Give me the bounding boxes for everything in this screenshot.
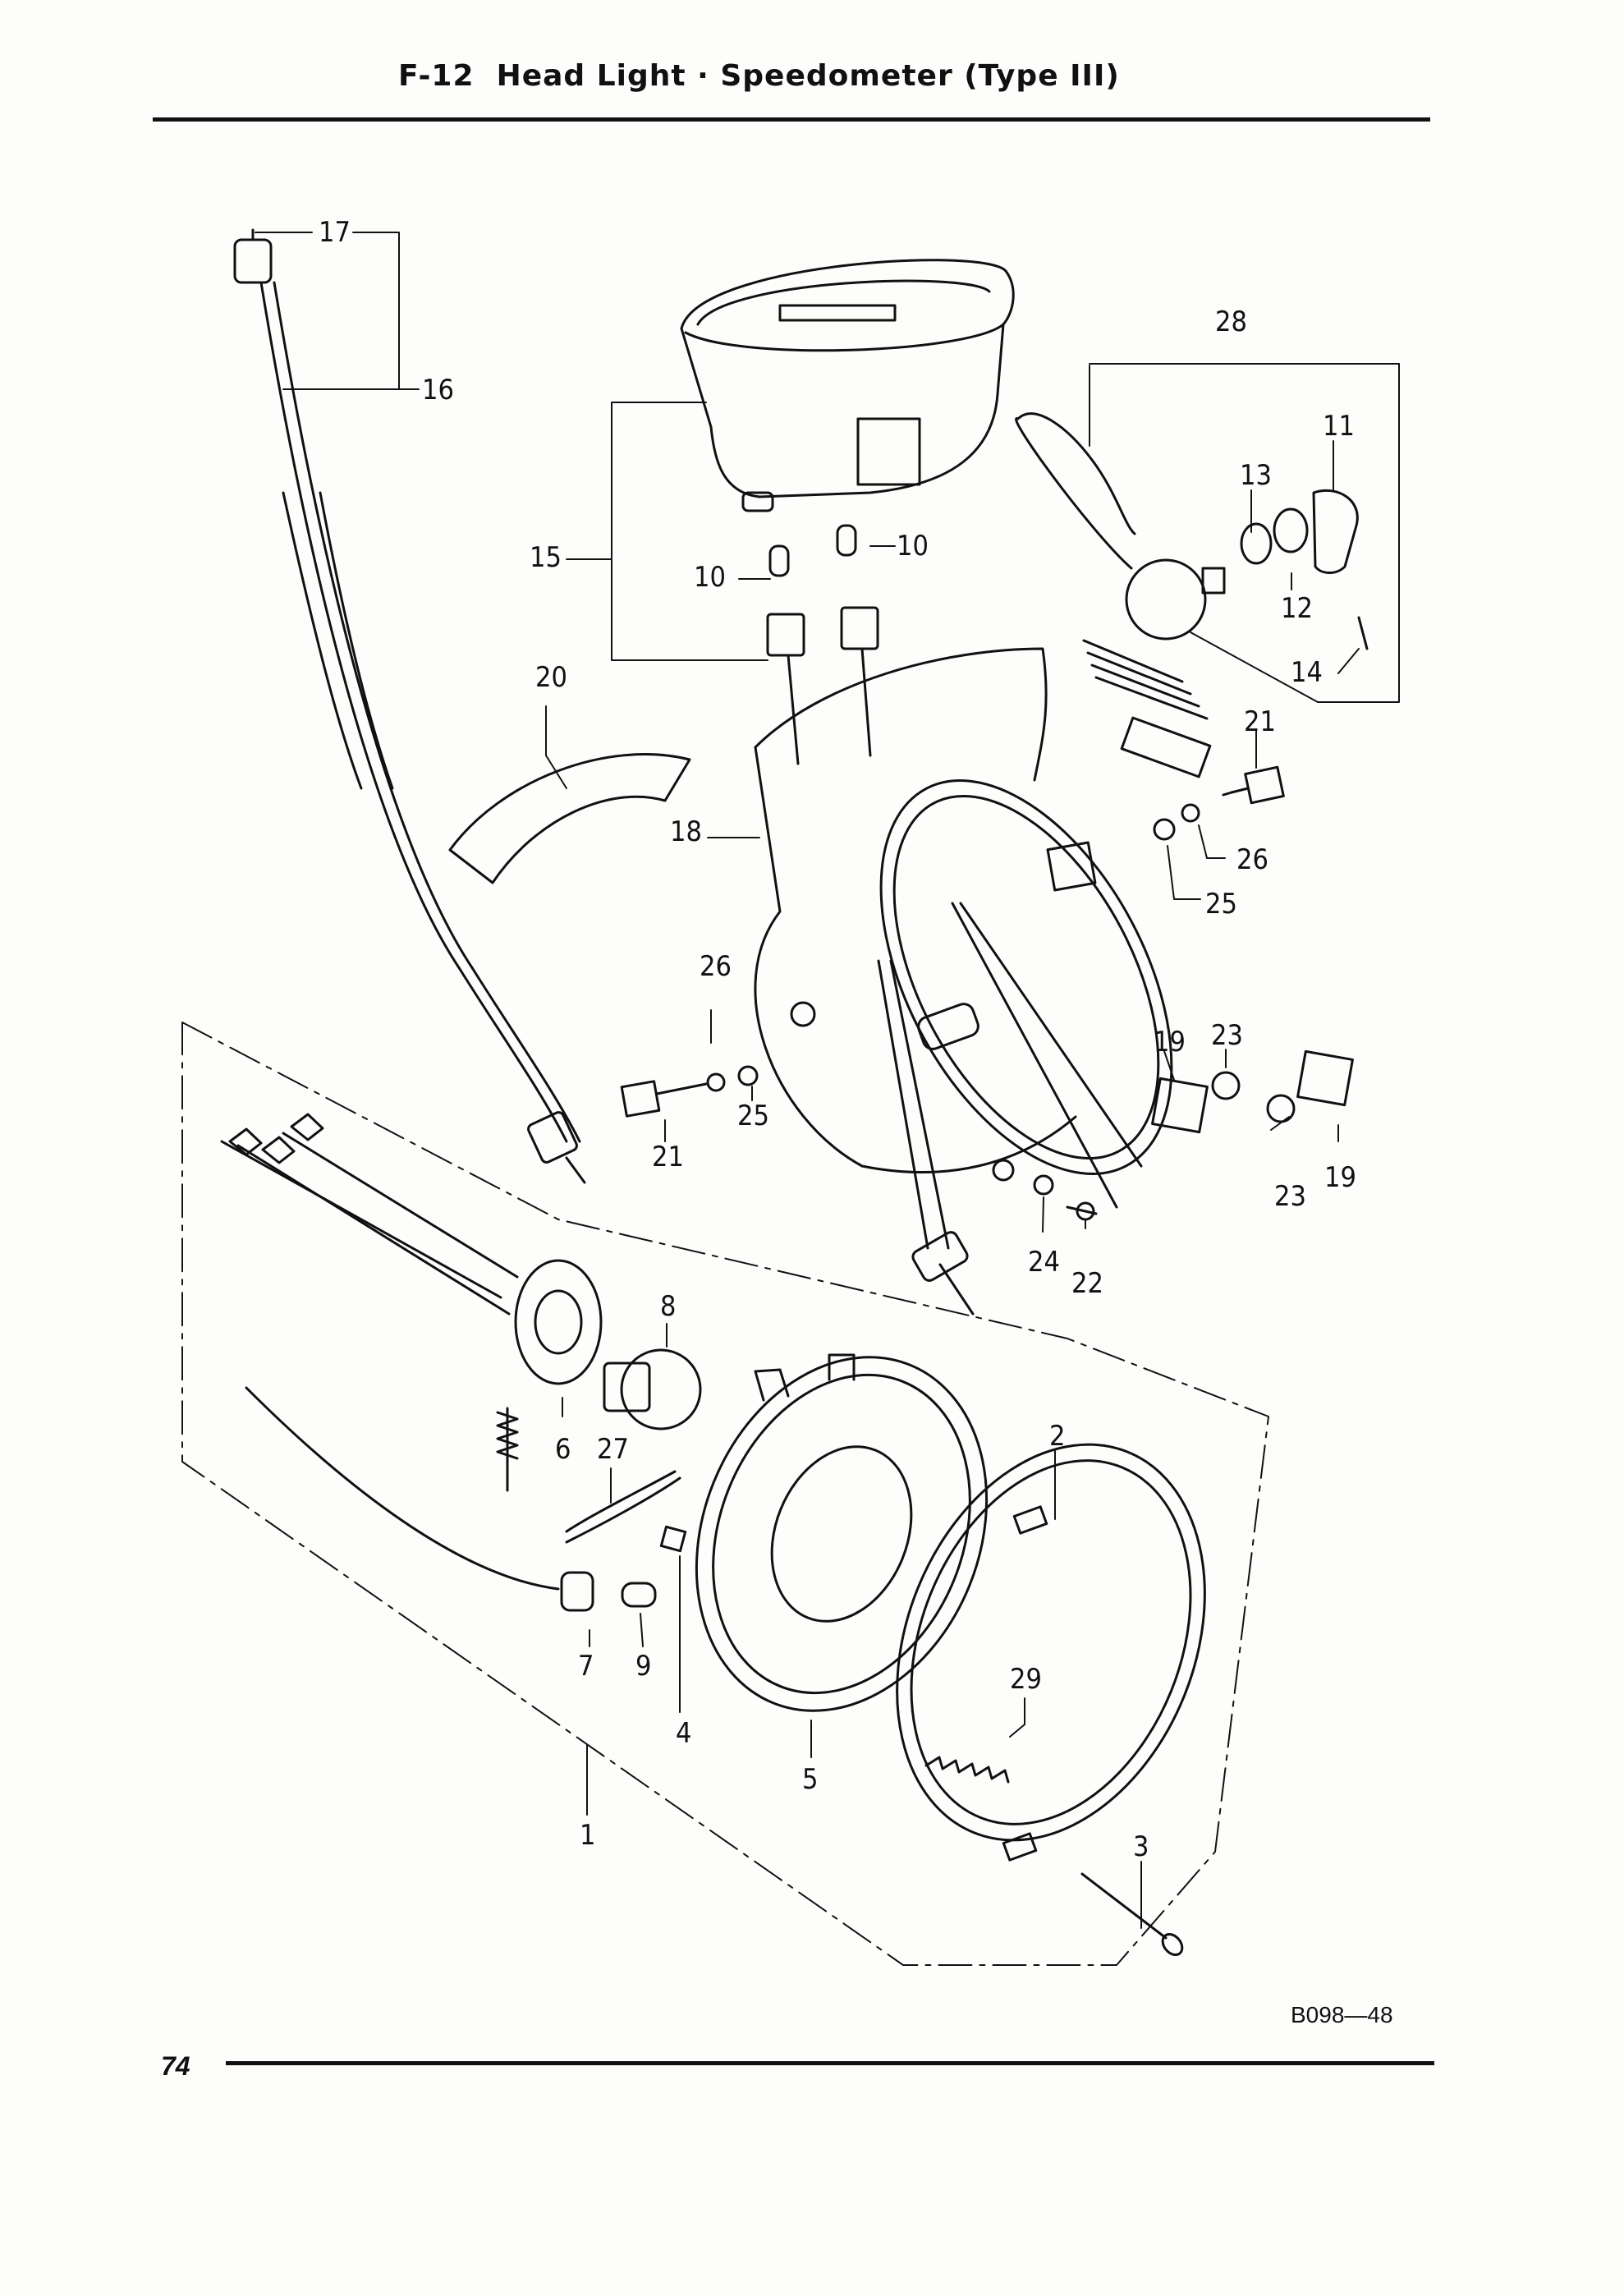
callout-18: 18 <box>670 815 702 848</box>
callout-15: 15 <box>530 541 562 574</box>
callout-4: 4 <box>676 1717 691 1750</box>
leader-lines <box>255 232 1400 1929</box>
callout-17: 17 <box>319 216 351 249</box>
callout-25-upper: 25 <box>1205 888 1237 921</box>
callout-29: 29 <box>1010 1663 1042 1696</box>
callout-labels: 17 16 15 10 10 28 11 13 12 14 21 26 25 2… <box>319 216 1356 1863</box>
callout-21-lower: 21 <box>652 1141 684 1173</box>
callout-27: 27 <box>597 1433 629 1466</box>
drawing-code: B098—48 <box>1291 2002 1393 2027</box>
callout-19-right: 19 <box>1324 1161 1356 1194</box>
callout-2: 2 <box>1049 1420 1065 1453</box>
callout-3: 3 <box>1133 1830 1149 1863</box>
visor-drawing <box>448 753 691 884</box>
callout-14: 14 <box>1291 656 1323 689</box>
callout-24: 24 <box>1028 1246 1060 1279</box>
headlight-unit-outline <box>181 1022 1269 1966</box>
callout-21-upper: 21 <box>1244 705 1276 738</box>
header-rule <box>153 117 1430 122</box>
footer-rule <box>226 2061 1434 2065</box>
callout-10-right: 10 <box>897 530 929 563</box>
callout-25-lower: 25 <box>737 1100 769 1132</box>
callout-19-left: 19 <box>1154 1026 1186 1058</box>
page-title: F-12 Head Light · Speedometer (Type III) <box>398 59 1120 93</box>
callout-1: 1 <box>580 1819 595 1852</box>
callout-26-upper: 26 <box>1236 843 1268 876</box>
page-number: 74 <box>161 2051 190 2081</box>
callout-9: 9 <box>635 1650 651 1683</box>
callout-7: 7 <box>578 1650 594 1683</box>
callout-12: 12 <box>1281 592 1313 625</box>
callout-22: 22 <box>1071 1267 1103 1300</box>
callout-28: 28 <box>1215 305 1247 338</box>
fasteners-drawing <box>620 765 1354 1221</box>
callout-23-lower: 23 <box>1274 1180 1306 1213</box>
socket-wiring-drawing <box>220 1113 702 1612</box>
callout-20: 20 <box>535 661 567 694</box>
callout-6: 6 <box>555 1433 571 1466</box>
speedometer-cable-drawing <box>233 228 586 1184</box>
callout-5: 5 <box>802 1763 818 1796</box>
headlight-case-drawing <box>754 647 1173 1182</box>
rim-drawing <box>896 1443 1206 1957</box>
callout-16: 16 <box>422 374 454 406</box>
callout-8: 8 <box>660 1290 676 1323</box>
lens-unit-drawing <box>695 1353 989 1712</box>
callout-26-lower: 26 <box>700 950 732 983</box>
speedometer-meter-drawing <box>680 259 1015 512</box>
meter-bulbs-drawing <box>766 524 879 765</box>
callout-23-upper: 23 <box>1211 1019 1243 1052</box>
indicator-lamp-drawing <box>1015 412 1369 778</box>
callout-11: 11 <box>1323 410 1355 443</box>
callout-13: 13 <box>1240 459 1272 492</box>
callout-10-left: 10 <box>694 561 726 594</box>
case-wiring-drawing <box>877 902 1143 1316</box>
